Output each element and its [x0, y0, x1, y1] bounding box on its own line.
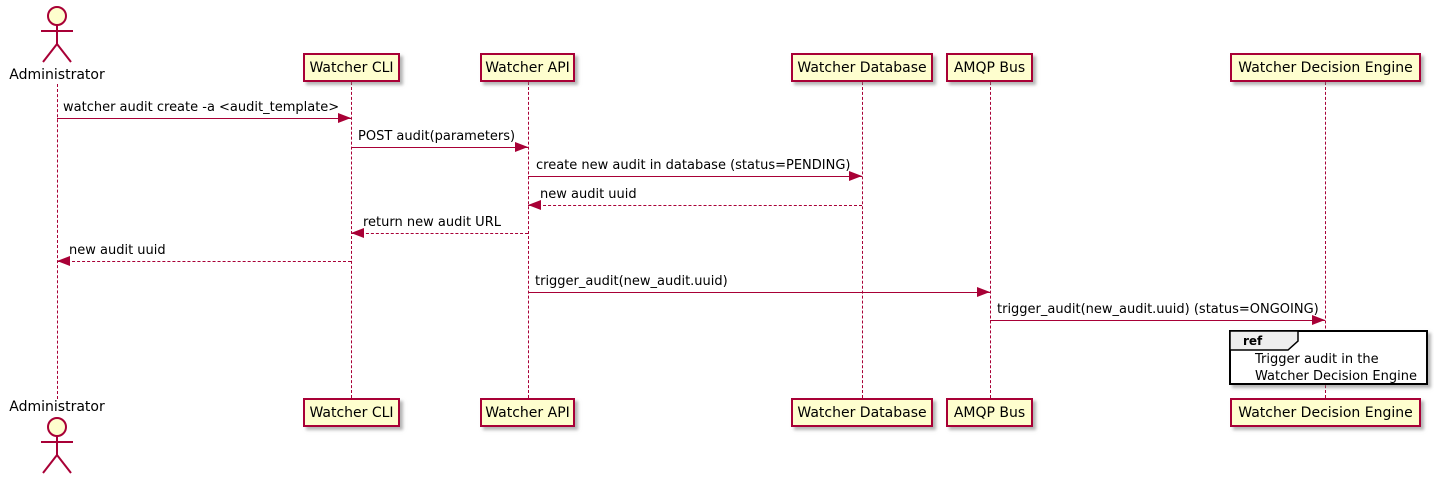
participant-watcher-decision-engine-top: Watcher Decision Engine — [1230, 53, 1421, 82]
participant-watcher-cli-top: Watcher CLI — [303, 53, 400, 82]
message-5-line — [351, 233, 528, 234]
message-1-line — [57, 118, 351, 119]
participant-label: Watcher CLI — [309, 59, 394, 76]
arrowhead-right-icon — [338, 113, 351, 123]
ref-body-line-2: Watcher Decision Engine — [1255, 369, 1417, 384]
arrowhead-right-icon — [515, 142, 528, 152]
participant-label: AMQP Bus — [953, 404, 1026, 421]
participant-watcher-api-bottom: Watcher API — [480, 398, 575, 427]
actor-administrator-bottom-label: Administrator — [9, 399, 105, 415]
ref-body-line-1: Trigger audit in the — [1255, 352, 1379, 367]
message-7-label: trigger_audit(new_audit.uuid) — [535, 274, 728, 289]
message-2-line — [351, 147, 528, 148]
message-4-label: new audit uuid — [540, 187, 637, 202]
message-7-line — [528, 292, 990, 293]
lifeline-watcher-api — [528, 82, 529, 398]
participant-label: Watcher API — [485, 59, 570, 76]
ref-header-pentagon-icon — [1230, 331, 1299, 351]
participant-label: AMQP Bus — [953, 59, 1026, 76]
actor-administrator-bottom-icon — [41, 417, 73, 474]
ref-keyword: ref — [1243, 334, 1263, 348]
participant-amqp-bus-bottom: AMQP Bus — [946, 398, 1033, 427]
participant-label: Watcher Decision Engine — [1238, 404, 1413, 421]
lifeline-amqp-bus — [990, 82, 991, 398]
arrowhead-left-icon — [351, 228, 364, 238]
participant-label: Watcher CLI — [309, 404, 394, 421]
message-3-label: create new audit in database (status=PEN… — [536, 158, 851, 173]
actor-administrator-top-label: Administrator — [9, 67, 105, 83]
ref-fragment: ref Trigger audit in the Watcher Decisio… — [1229, 330, 1428, 385]
lifeline-watcher-database — [862, 82, 863, 398]
lifeline-watcher-cli — [351, 82, 352, 398]
arrowhead-left-icon — [57, 256, 70, 266]
message-3-line — [528, 176, 862, 177]
lifeline-administrator — [57, 84, 58, 399]
message-4-line — [528, 205, 862, 206]
participant-amqp-bus-top: AMQP Bus — [946, 53, 1033, 82]
message-8-line — [990, 320, 1325, 321]
participant-watcher-cli-bottom: Watcher CLI — [303, 398, 400, 427]
participant-label: Watcher Database — [797, 59, 927, 76]
message-1-label: watcher audit create -a <audit_template> — [63, 100, 340, 115]
actor-administrator-top-icon — [41, 6, 73, 63]
arrowhead-right-icon — [1312, 315, 1325, 325]
arrowhead-right-icon — [977, 287, 990, 297]
message-6-label: new audit uuid — [69, 243, 166, 258]
participant-label: Watcher Database — [797, 404, 927, 421]
participant-watcher-database-top: Watcher Database — [791, 53, 933, 82]
participant-watcher-decision-engine-bottom: Watcher Decision Engine — [1230, 398, 1421, 427]
lifeline-watcher-decision-engine — [1325, 82, 1326, 398]
arrowhead-right-icon — [849, 171, 862, 181]
message-8-label: trigger_audit(new_audit.uuid) (status=ON… — [997, 302, 1319, 317]
participant-label: Watcher Decision Engine — [1238, 59, 1413, 76]
message-5-label: return new audit URL — [363, 215, 501, 230]
message-2-label: POST audit(parameters) — [358, 129, 516, 144]
participant-watcher-api-top: Watcher API — [480, 53, 575, 82]
arrowhead-left-icon — [528, 200, 541, 210]
participant-watcher-database-bottom: Watcher Database — [791, 398, 933, 427]
message-6-line — [57, 261, 351, 262]
participant-label: Watcher API — [485, 404, 570, 421]
